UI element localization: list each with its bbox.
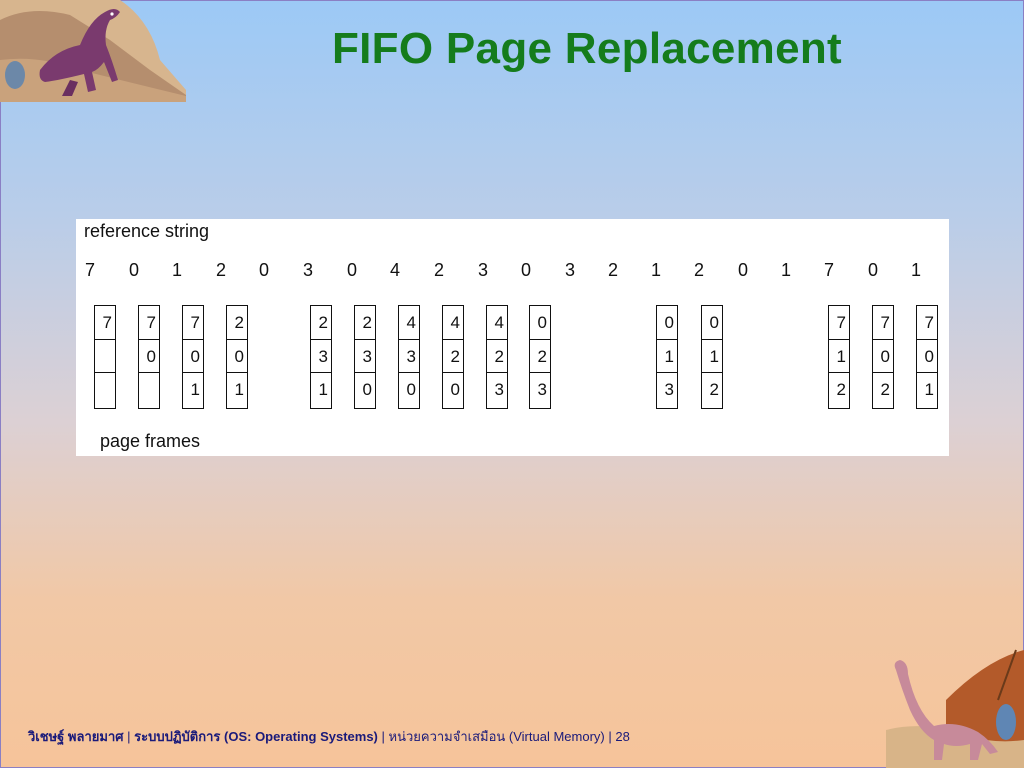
dinosaur-top-illustration bbox=[0, 0, 186, 102]
page-frame-cell: 0 bbox=[406, 380, 416, 400]
reference-number: 1 bbox=[910, 260, 921, 280]
page-frame-cell: 2 bbox=[443, 340, 463, 374]
footer-author: วิเชษฐ์ พลายมาศ bbox=[28, 729, 124, 744]
page-frame-cell: 2 bbox=[487, 340, 507, 374]
page-frame-cell bbox=[95, 340, 115, 374]
reference-number: 1 bbox=[780, 260, 791, 280]
page-frame-cell: 2 bbox=[836, 380, 846, 400]
page-frame-cell: 0 bbox=[702, 306, 722, 340]
page-frame-cell: 1 bbox=[190, 380, 200, 400]
reference-number: 3 bbox=[564, 260, 575, 280]
reference-number: 4 bbox=[389, 260, 400, 280]
reference-string-label: reference string bbox=[84, 221, 210, 241]
page-frame-cell: 7 bbox=[829, 306, 849, 340]
footer: วิเชษฐ์ พลายมาศ | ระบบปฏิบัติการ (OS: Op… bbox=[28, 726, 630, 747]
reference-number: 0 bbox=[520, 260, 531, 280]
page-frames-label: page frames bbox=[100, 431, 201, 451]
page-frame-cell bbox=[95, 373, 115, 407]
footer-page-number: 28 bbox=[615, 729, 630, 744]
reference-number: 2 bbox=[433, 260, 444, 280]
page-frame-cell: 1 bbox=[234, 380, 244, 400]
reference-number: 2 bbox=[693, 260, 704, 280]
page-frame-cell: 0 bbox=[657, 306, 677, 340]
reference-number: 0 bbox=[258, 260, 269, 280]
page-frame-cell: 7 bbox=[183, 306, 203, 340]
page-frame-cell: 0 bbox=[139, 340, 159, 374]
page-frame-cell: 3 bbox=[537, 380, 547, 400]
page-frame-cell: 0 bbox=[873, 340, 893, 374]
page-frame-cell: 3 bbox=[494, 380, 504, 400]
reference-number: 7 bbox=[84, 260, 95, 280]
footer-course: ระบบปฏิบัติการ (OS: Operating Systems) bbox=[134, 729, 378, 744]
page-frame-cell: 2 bbox=[355, 306, 375, 340]
page-frame-cell: 2 bbox=[227, 306, 247, 340]
reference-number: 1 bbox=[650, 260, 661, 280]
reference-number: 0 bbox=[346, 260, 357, 280]
page-frame-cell: 0 bbox=[530, 306, 550, 340]
reference-number: 7 bbox=[823, 260, 834, 280]
page-frame-cell: 3 bbox=[664, 380, 674, 400]
page-frame-cell: 2 bbox=[880, 380, 890, 400]
page-frame-cell: 2 bbox=[709, 380, 719, 400]
page-frame-cell: 1 bbox=[318, 380, 328, 400]
page-frame-cell: 4 bbox=[443, 306, 463, 340]
footer-separator: | bbox=[604, 729, 616, 744]
reference-number: 3 bbox=[302, 260, 313, 280]
page-frame-cell: 1 bbox=[829, 340, 849, 374]
footer-topic: หน่วยความจำเสมือน (Virtual Memory) bbox=[388, 729, 605, 744]
reference-number: 0 bbox=[867, 260, 878, 280]
page-frame-cell: 2 bbox=[530, 340, 550, 374]
reference-number: 0 bbox=[737, 260, 748, 280]
page-frame-cell: 7 bbox=[95, 306, 115, 340]
page-frame-cell: 0 bbox=[183, 340, 203, 374]
dinosaur-bottom-illustration bbox=[886, 649, 1024, 768]
page-frame-cell: 3 bbox=[311, 340, 331, 374]
footer-separator: | bbox=[377, 729, 389, 744]
reference-number: 3 bbox=[477, 260, 488, 280]
page-frame-cell: 0 bbox=[227, 340, 247, 374]
reference-number: 0 bbox=[128, 260, 139, 280]
page-frame-cell: 7 bbox=[139, 306, 159, 340]
page-frame-cell: 1 bbox=[702, 340, 722, 374]
reference-number: 2 bbox=[607, 260, 618, 280]
page-frame-cell: 4 bbox=[487, 306, 507, 340]
page-frame-cell: 0 bbox=[917, 340, 937, 374]
page-frame-column: 7 bbox=[94, 305, 116, 409]
reference-number: 1 bbox=[171, 260, 182, 280]
page-frame-cell: 1 bbox=[924, 380, 934, 400]
footer-separator: | bbox=[123, 729, 135, 744]
page-frame-cell: 3 bbox=[399, 340, 419, 374]
page-frame-cell: 7 bbox=[917, 306, 937, 340]
page-frame-cell: 2 bbox=[311, 306, 331, 340]
slide-title: FIFO Page Replacement bbox=[331, 24, 842, 73]
reference-number: 2 bbox=[215, 260, 226, 280]
page-frame-cell: 3 bbox=[355, 340, 375, 374]
page-frame-cell: 0 bbox=[450, 380, 460, 400]
page-frame-cell: 1 bbox=[657, 340, 677, 374]
page-frame-cell: 0 bbox=[362, 380, 372, 400]
page-frame-cell: 4 bbox=[399, 306, 419, 340]
page-frame-cell bbox=[139, 373, 159, 407]
page-frame-cell: 7 bbox=[873, 306, 893, 340]
